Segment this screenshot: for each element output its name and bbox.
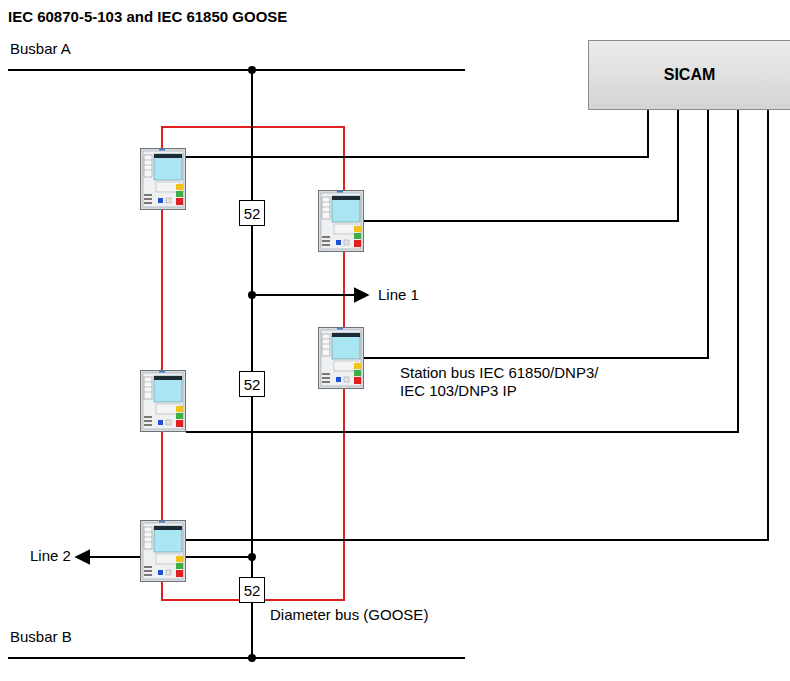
circuit-breaker: 52: [239, 200, 265, 226]
circuit-breaker: 52: [239, 577, 265, 603]
node-text: SICAM: [664, 66, 716, 84]
diagram-title: IEC 60870-5-103 and IEC 61850 GOOSE: [8, 8, 287, 26]
feeder-conductor: [251, 226, 253, 371]
control-system-box: SICAM: [588, 40, 790, 110]
feeder-conductor: [251, 397, 253, 577]
line-label: Line 2: [28, 547, 73, 565]
circuit-breaker: 52: [239, 371, 265, 397]
node-text: 52: [244, 582, 261, 599]
node-text: 52: [244, 376, 261, 393]
bus-label: Station bus IEC 61850/DNP3/ IEC 103/DNP3…: [398, 364, 612, 400]
line-label: Line 1: [376, 286, 421, 304]
node-text: 52: [244, 205, 261, 222]
bus-label: Diameter bus (GOOSE): [268, 606, 430, 624]
busbar-label: Busbar B: [8, 628, 74, 646]
busbar-label: Busbar A: [8, 40, 73, 58]
